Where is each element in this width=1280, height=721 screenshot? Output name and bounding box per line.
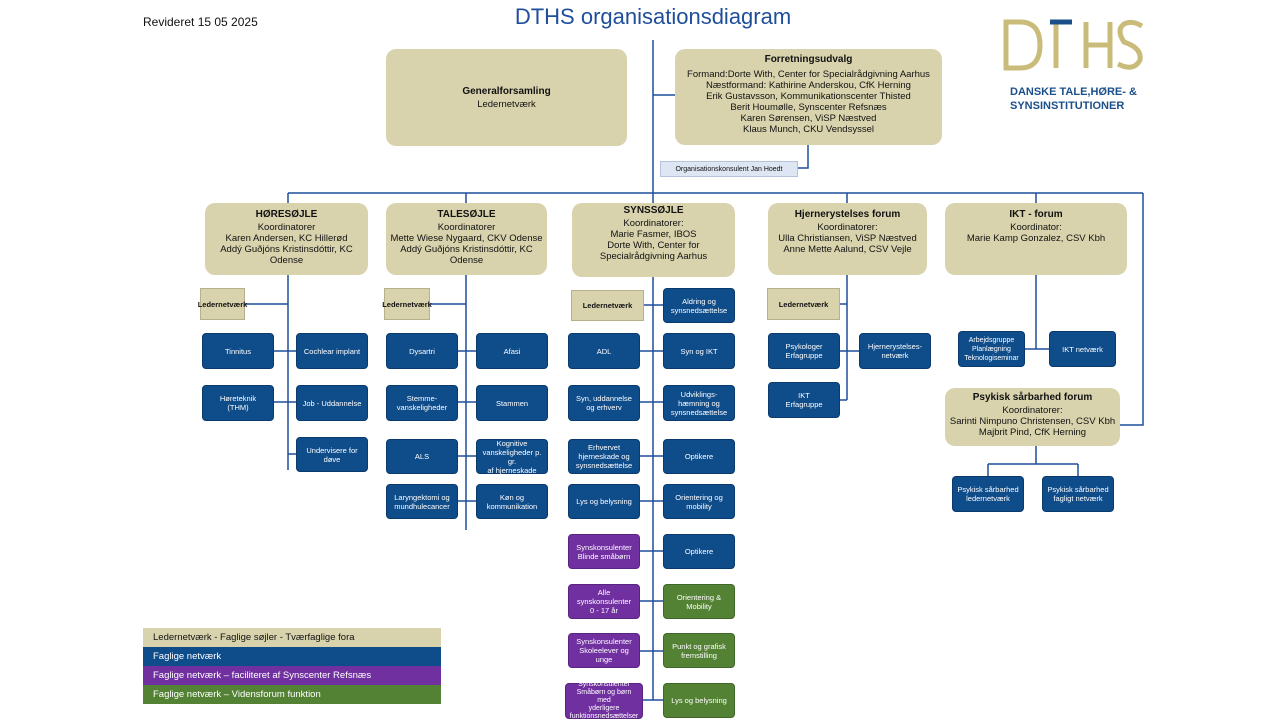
pillar-title: Psykisk sårbarhed forum <box>972 392 1093 403</box>
refsnaes-box: Synskonsulenter Blinde småbørn <box>568 534 640 569</box>
network-box: ADL <box>568 333 640 369</box>
forretningsudvalg-box: Forretningsudvalg Formand:Dorte With, Ce… <box>675 49 942 145</box>
network-box: Optikere <box>663 534 735 569</box>
ledernetvaerk-tale: Ledernetværk <box>382 288 432 320</box>
legend-purple: Faglige netværk – faciliteret af Synscen… <box>143 666 441 685</box>
legend: Ledernetværk - Faglige søjler - Tværfagl… <box>143 628 441 704</box>
pillar-title: Hjernerystelses forum <box>794 209 901 220</box>
refsnaes-box: Synskonsulenter Småbørn og børn med yder… <box>565 681 643 720</box>
network-box: Optikere <box>663 439 735 474</box>
pillar-line: Koordinatorer: <box>623 218 684 229</box>
logo-line-1: DANSKE TALE,HØRE- & <box>1010 86 1137 98</box>
ledernetvaerk-hjerne: Ledernetværk <box>767 288 840 320</box>
fu-member: Klaus Munch, CKU Vendsyssel <box>743 124 874 135</box>
network-box: Kognitive vanskeligheder p. gr. af hjern… <box>476 439 548 475</box>
network-box: Laryngektomi og mundhulecancer <box>386 484 458 519</box>
pillar-title: IKT - forum <box>1009 209 1063 220</box>
pillar-line: Sarinti Nimpuno Christensen, CSV Kbh <box>949 416 1116 427</box>
network-box: Orientering og mobility <box>663 484 735 519</box>
vidensforum-box: Punkt og grafisk fremstilling <box>663 633 735 668</box>
pillar-line: Ulla Christiansen, ViSP Næstved <box>778 233 917 244</box>
pillar-line: Anne Mette Aalund, CSV Vejle <box>783 244 912 255</box>
fu-member: Karen Sørensen, ViSP Næstved <box>740 113 877 124</box>
pillar-line: Specialrådgivning Aarhus <box>599 251 708 262</box>
network-box: Dysartri <box>386 333 458 369</box>
page-title: DTHS organisationsdiagram <box>514 4 792 29</box>
legend-beige: Ledernetværk - Faglige søjler - Tværfagl… <box>143 628 441 647</box>
network-box: Hjernerystelses- netværk <box>859 333 931 369</box>
refsnaes-box: Synskonsulenter Skoleelever og unge <box>568 633 640 668</box>
ikt-forum-box: IKT - forum Koordinator: Marie Kamp Gonz… <box>945 203 1127 275</box>
pillar-line: Odense <box>449 255 484 266</box>
network-box: Undervisere for døve <box>296 437 368 472</box>
pillar-line: Odense <box>269 255 304 266</box>
ledernetvaerk-syn: Ledernetværk <box>571 290 644 321</box>
pillar-title: HØRESØJLE <box>255 209 318 220</box>
hjernerystelses-forum-box: Hjernerystelses forum Koordinatorer: Ull… <box>768 203 927 275</box>
generalforsamling-sub: Ledernetværk <box>477 98 536 110</box>
pillar-line: Koordinatorer <box>257 222 316 233</box>
network-box: IKT netværk <box>1049 331 1116 367</box>
network-box: ALS <box>386 439 458 474</box>
pillar-line: Addý Guðjóns Kristinsdóttir, KC <box>400 244 533 255</box>
network-box: Job - Uddannelse <box>296 385 368 421</box>
network-box: Høreteknik (THM) <box>202 385 274 421</box>
pillar-title: TALESØJLE <box>437 209 496 220</box>
network-box: Udviklings- hæmning og synsnedsættelse <box>663 385 735 421</box>
refsnaes-box: Alle synskonsulenter 0 - 17 år <box>568 584 640 619</box>
network-box: Tinnitus <box>202 333 274 369</box>
vidensforum-box: Lys og belysning <box>663 683 735 718</box>
network-box: Syn, uddannelse og erhverv <box>568 385 640 421</box>
fu-member: Næstformand: Kathirine Anderskou, CfK He… <box>706 80 911 91</box>
fu-member: Formand:Dorte With, Center for Specialrå… <box>687 69 930 80</box>
pillar-line: Marie Fasmer, IBOS <box>610 229 697 240</box>
revision-date: Revideret 15 05 2025 <box>143 15 258 29</box>
network-box: Psykisk sårbarhed fagligt netværk <box>1042 476 1114 512</box>
forretningsudvalg-title: Forretningsudvalg <box>764 54 853 65</box>
psykisk-sarbarhed-forum-box: Psykisk sårbarhed forum Koordinatorer: S… <box>945 388 1120 446</box>
network-box: Cochlear implant <box>296 333 368 369</box>
network-box: Afasi <box>476 333 548 369</box>
fu-member: Erik Gustavsson, Kommunikationscenter Th… <box>706 91 911 102</box>
network-box: Arbejdsgruppe Planlægning Teknologisemin… <box>958 331 1025 367</box>
network-box: Psykisk sårbarhed ledernetværk <box>952 476 1024 512</box>
dths-logo-mark <box>1003 19 1144 71</box>
network-box: Psykologer Erfagruppe <box>768 333 840 369</box>
pillar-line: Koordinatorer: <box>817 222 878 233</box>
network-box: Stammen <box>476 385 548 421</box>
fu-member: Berit Houmølle, Synscenter Refsnæs <box>730 102 887 113</box>
network-box: IKT Erfagruppe <box>768 382 840 418</box>
horesojle-box: HØRESØJLE Koordinatorer Karen Andersen, … <box>205 203 368 275</box>
pillar-line: Addý Guðjóns Kristinsdóttir, KC <box>220 244 353 255</box>
talesojle-box: TALESØJLE Koordinatorer Mette Wiese Nyga… <box>386 203 547 275</box>
vidensforum-box: Orientering & Mobility <box>663 584 735 619</box>
pillar-line: Majbrit Pind, CfK Herning <box>978 427 1087 438</box>
dths-logo: DANSKE TALE,HØRE- & SYNSINSTITUTIONER <box>1000 14 1160 114</box>
network-box: Køn og kommunikation <box>476 484 548 519</box>
generalforsamling-box: Generalforsamling Ledernetværk <box>386 49 627 146</box>
pillar-line: Mette Wiese Nygaard, CKV Odense <box>390 233 543 244</box>
pillar-line: Koordinatorer <box>437 222 496 233</box>
network-box: Lys og belysning <box>568 484 640 519</box>
legend-blue: Faglige netværk <box>143 647 441 666</box>
pillar-line: Marie Kamp Gonzalez, CSV Kbh <box>966 233 1106 244</box>
legend-green: Faglige netværk – Vidensforum funktion <box>143 685 441 704</box>
network-box: Aldring og synsnedsættelse <box>663 288 735 323</box>
network-box: Syn og IKT <box>663 333 735 369</box>
generalforsamling-title: Generalforsamling <box>462 85 551 97</box>
network-box: Erhvervet hjerneskade og synsnedsættelse <box>568 439 640 474</box>
synssojle-box: SYNSSØJLE Koordinatorer: Marie Fasmer, I… <box>572 203 735 277</box>
logo-line-2: SYNSINSTITUTIONER <box>1010 100 1125 112</box>
network-box: Stemme- vanskeligheder <box>386 385 458 421</box>
pillar-line: Koordinator: <box>1010 222 1062 233</box>
pillar-title: SYNSSØJLE <box>623 205 684 216</box>
konsulent-box: Organisationskonsulent Jan Hoedt <box>660 161 798 177</box>
pillar-line: Karen Andersen, KC Hillerød <box>225 233 348 244</box>
pillar-line: Dorte With, Center for <box>607 240 700 251</box>
ledernetvaerk-hore: Ledernetværk <box>198 288 247 320</box>
pillar-line: Koordinatorer: <box>1002 405 1063 416</box>
